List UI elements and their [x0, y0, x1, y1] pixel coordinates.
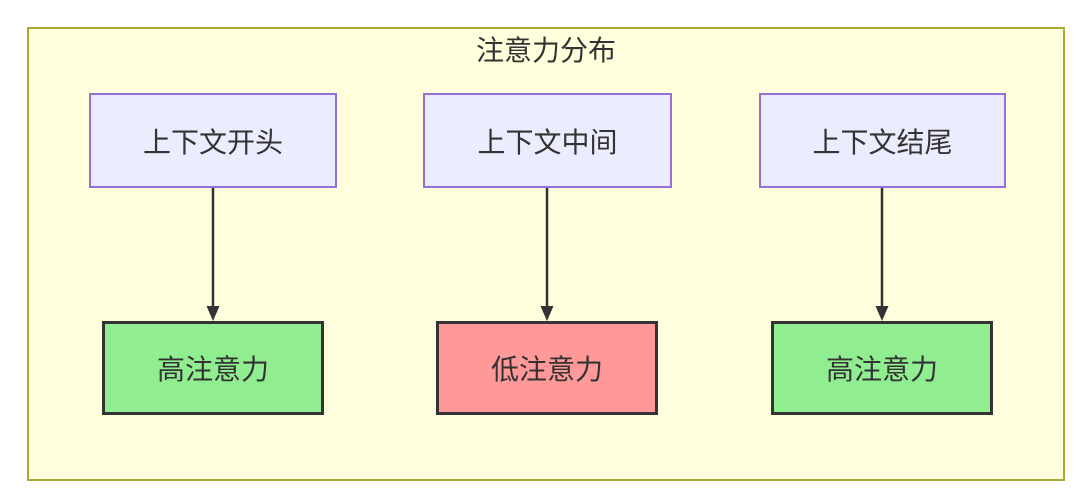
- node-low-attention: 低注意力: [436, 321, 658, 415]
- arrow-down-icon: [206, 188, 220, 321]
- arrow-down-icon: [540, 188, 554, 321]
- node-context-middle: 上下文中间: [423, 93, 672, 188]
- node-context-beginning: 上下文开头: [89, 93, 337, 188]
- cluster-title: 注意力分布: [475, 35, 616, 66]
- arrow-down-icon: [875, 188, 889, 321]
- attention-distribution-cluster: 注意力分布 上下文开头 高注意力 上下文中间 低注意力 上下文结尾 高注意力: [27, 27, 1065, 481]
- node-high-attention-left: 高注意力: [102, 321, 324, 415]
- node-high-attention-right: 高注意力: [771, 321, 993, 415]
- node-context-end: 上下文结尾: [759, 93, 1006, 188]
